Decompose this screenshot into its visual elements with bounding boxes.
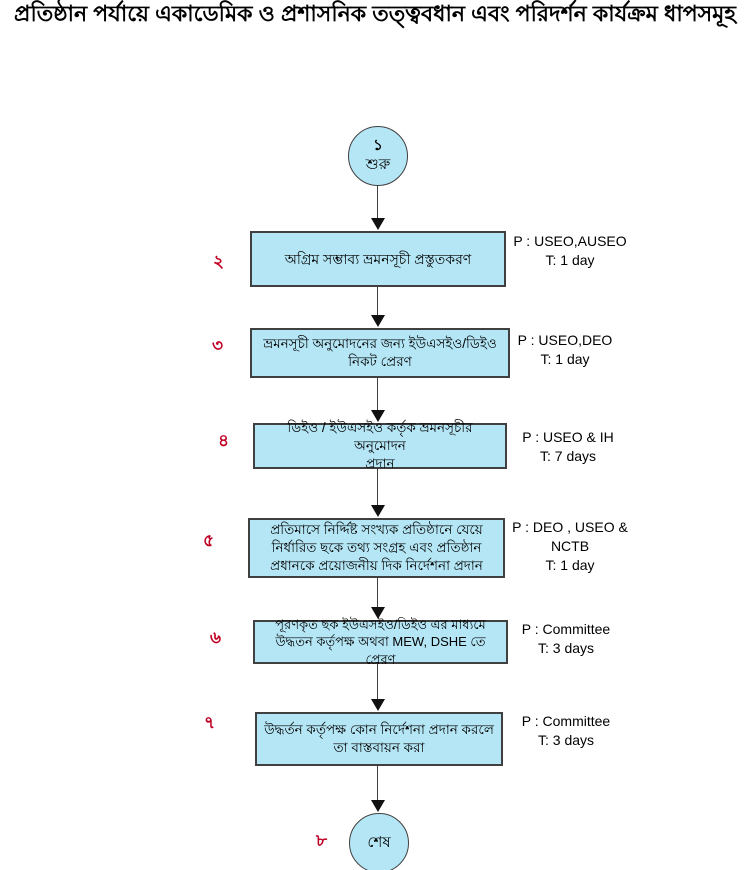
step-number-2: ২ <box>213 252 225 271</box>
flow-arrow-line <box>377 664 378 700</box>
flow-arrow-line <box>377 287 378 316</box>
step-box-6: পূরণকৃত ছক ইউএসইও/ডিইও এর মাধ্যমে উদ্ধতন… <box>253 617 508 667</box>
annotation-person: P : USEO & IH <box>522 429 614 445</box>
step-box-4-line2: প্রদান <box>365 456 395 472</box>
annotation-person: P : DEO , USEO & <box>512 519 628 535</box>
step-box-5-line3: প্রধানকে প্রয়োজনীয় দিক নির্দেশনা প্রদা… <box>270 558 483 574</box>
annotation-time: T: 1 day <box>545 556 595 573</box>
step-box-2-line1: অগ্রিম সম্ভাব্য ভ্রমনসূচী প্রস্তুতকরণ <box>284 250 472 267</box>
annotation-person: P : Committee <box>521 713 611 729</box>
flow-arrow-line <box>377 469 378 506</box>
flow-arrow-line <box>377 378 378 411</box>
start-node-label: শুরু <box>365 156 391 173</box>
arrow-down-icon <box>371 800 385 812</box>
flow-arrow-line <box>377 185 378 219</box>
flow-start-node: ১ শুরু <box>348 126 408 186</box>
step-annotation-5: P : DEO , USEO & NCTB T: 1 day <box>506 518 634 575</box>
step-number-8: ৮ <box>316 831 328 850</box>
step-box-5-line1: প্রতিমাসে নির্দ্দিষ্ট সংখ্যক প্রতিষ্ঠানে… <box>270 521 483 537</box>
annotation-person: P : Committee <box>521 621 611 637</box>
annotation-time: T: 3 days <box>537 731 595 748</box>
step-box-2: অগ্রিম সম্ভাব্য ভ্রমনসূচী প্রস্তুতকরণ <box>250 231 506 287</box>
step-box-6-line1: পূরণকৃত ছক ইউএসইও/ডিইও এর মাধ্যমে <box>275 616 486 632</box>
start-node-number: ১ <box>373 137 383 155</box>
step-box-5-line2: নির্ধারিত ছকে তথ্য সংগ্রহ এবং প্রতিষ্ঠান <box>271 539 482 555</box>
arrow-down-icon <box>371 410 385 422</box>
step-box-4-line1: ডিইও / ইউএসইও কর্তৃক ভ্রমনসূচীর অনুমোদন <box>287 419 473 453</box>
step-number-3: ৩ <box>212 336 224 355</box>
step-box-3-line2: নিকট প্রেরণ <box>348 354 412 369</box>
arrow-down-icon <box>371 607 385 619</box>
step-box-3: ভ্রমনসূচী অনুমোদনের জন্য ইউএসইও/ডিইও নিক… <box>250 328 510 378</box>
flow-end-node: শেষ <box>349 813 409 870</box>
page-title: প্রতিষ্ঠান পর্যায়ে একাডেমিক ও প্রশাসনিক… <box>14 1 736 26</box>
annotation-time: T: 3 days <box>537 639 595 656</box>
step-box-3-line1: ভ্রমনসূচী অনুমোদনের জন্য ইউএসইও/ডিইও <box>263 335 497 351</box>
flow-arrow-line <box>377 578 378 608</box>
end-node-label: শেষ <box>367 833 391 851</box>
step-number-4: ৪ <box>218 431 230 450</box>
annotation-person: P : USEO,DEO <box>517 332 613 348</box>
flow-arrow-line <box>377 766 378 801</box>
step-number-5: ৫ <box>203 531 215 550</box>
step-box-6-line2: উদ্ধতন কর্তৃপক্ষ অথবা MEW, DSHE তে প্রের… <box>275 634 486 667</box>
annotation-time: T: 7 days <box>539 447 597 464</box>
annotation-person: P : USEO,AUSEO <box>513 233 627 249</box>
annotation-person-2: NCTB <box>550 537 590 554</box>
step-annotation-3: P : USEO,DEO T: 1 day <box>505 331 625 369</box>
step-box-7-line2: তা বাস্তবায়ন করা <box>333 740 425 755</box>
annotation-time: T: 1 day <box>540 350 590 367</box>
step-box-5: প্রতিমাসে নির্দ্দিষ্ট সংখ্যক প্রতিষ্ঠানে… <box>248 518 505 578</box>
annotation-time: T: 1 day <box>545 251 595 268</box>
arrow-down-icon <box>371 505 385 517</box>
step-number-7: ৭ <box>204 713 216 732</box>
step-box-7: উদ্ধর্তন কর্তৃপক্ষ কোন নির্দেশনা প্রদান … <box>255 712 503 766</box>
step-number-6: ৬ <box>210 628 222 647</box>
step-annotation-4: P : USEO & IH T: 7 days <box>510 428 626 466</box>
step-annotation-2: P : USEO,AUSEO T: 1 day <box>503 232 637 270</box>
step-box-4: ডিইও / ইউএসইও কর্তৃক ভ্রমনসূচীর অনুমোদন … <box>253 420 507 471</box>
step-annotation-6: P : Committee T: 3 days <box>508 620 624 658</box>
arrow-down-icon <box>371 315 385 327</box>
arrow-down-icon <box>371 699 385 711</box>
step-box-7-line1: উদ্ধর্তন কর্তৃপক্ষ কোন নির্দেশনা প্রদান … <box>264 721 494 737</box>
step-annotation-7: P : Committee T: 3 days <box>508 712 624 750</box>
arrow-down-icon <box>371 218 385 230</box>
